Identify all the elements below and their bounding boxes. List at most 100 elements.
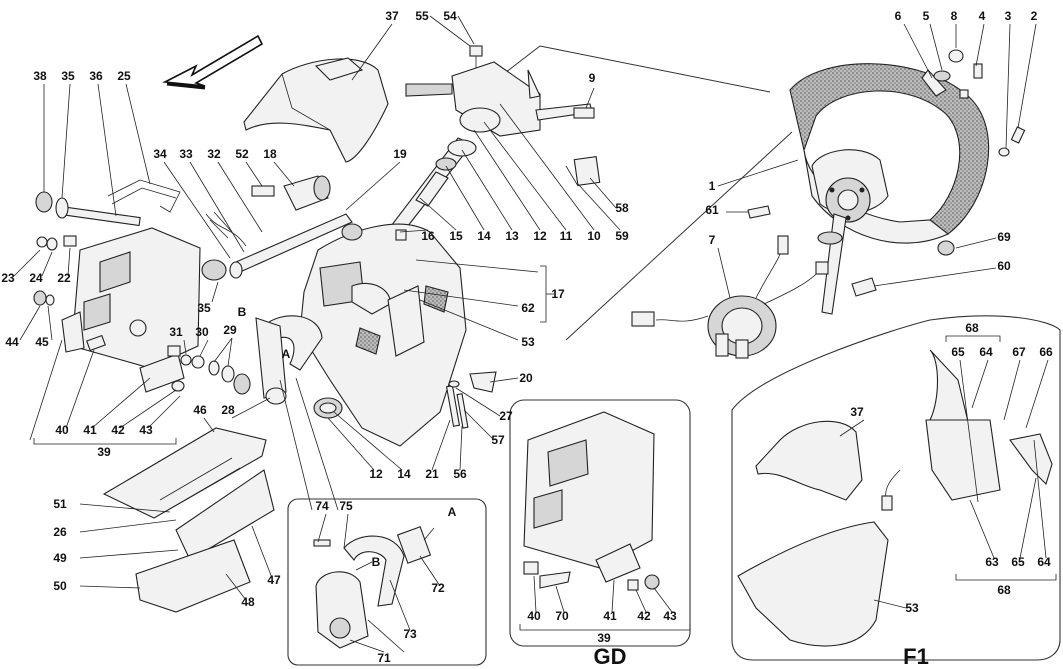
callout-30: 30 <box>195 325 209 339</box>
callout-42: 42 <box>637 609 651 623</box>
callout-45: 45 <box>35 335 49 349</box>
callout-47: 47 <box>267 573 281 587</box>
callout-21: 21 <box>425 467 439 481</box>
callout-B: B <box>238 305 247 319</box>
gd-variant-box <box>509 399 691 647</box>
callout-12: 12 <box>369 467 383 481</box>
leader-lines <box>13 15 1057 653</box>
front-direction-arrow <box>162 34 264 90</box>
callout-52: 52 <box>235 147 249 161</box>
callout-75: 75 <box>339 499 353 513</box>
callout-34: 34 <box>153 147 167 161</box>
callout-57: 57 <box>491 433 505 447</box>
callout-43: 43 <box>663 609 677 623</box>
callout-23: 23 <box>1 271 15 285</box>
callout-26: 26 <box>53 525 67 539</box>
callout-35: 35 <box>197 301 211 315</box>
callout-61: 61 <box>705 203 719 217</box>
callout-65: 65 <box>1011 555 1025 569</box>
callout-51: 51 <box>53 497 67 511</box>
callout-24: 24 <box>29 271 43 285</box>
callout-2: 2 <box>1031 9 1038 23</box>
callout-22: 22 <box>57 271 71 285</box>
callout-71: 71 <box>377 651 391 665</box>
callout-14: 14 <box>477 229 491 243</box>
callout-31: 31 <box>169 325 183 339</box>
callout-46: 46 <box>193 403 207 417</box>
callout-12: 12 <box>533 229 547 243</box>
variant-label-f1: F1 <box>903 644 929 669</box>
callout-48: 48 <box>241 595 255 609</box>
steering-wheel <box>789 63 990 315</box>
callout-40: 40 <box>55 423 69 437</box>
callout-73: 73 <box>403 627 417 641</box>
callout-29: 29 <box>223 323 237 337</box>
callout-1: 1 <box>709 179 716 193</box>
callout-10: 10 <box>587 229 601 243</box>
callout-13: 13 <box>505 229 519 243</box>
callout-39: 39 <box>597 631 611 645</box>
callout-33: 33 <box>179 147 193 161</box>
callout-58: 58 <box>615 201 629 215</box>
column-mount-bracket <box>33 179 251 395</box>
callout-16: 16 <box>421 229 435 243</box>
callout-66: 66 <box>1039 345 1053 359</box>
callout-53: 53 <box>905 601 919 615</box>
callout-64: 64 <box>1037 555 1051 569</box>
callout-15: 15 <box>449 229 463 243</box>
callout-4: 4 <box>979 9 986 23</box>
callout-11: 11 <box>560 229 573 243</box>
callout-32: 32 <box>207 147 221 161</box>
callout-5: 5 <box>923 9 930 23</box>
callout-27: 27 <box>499 409 513 423</box>
callout-69: 69 <box>997 230 1011 244</box>
callout-54: 54 <box>443 9 457 23</box>
callout-42: 42 <box>111 423 125 437</box>
upper-shroud <box>243 57 389 163</box>
combination-switch <box>405 45 595 137</box>
callout-8: 8 <box>951 9 958 23</box>
horn-and-screws <box>747 49 1026 297</box>
callout-55: 55 <box>415 9 429 23</box>
callout-43: 43 <box>139 423 153 437</box>
callout-40: 40 <box>527 609 541 623</box>
callout-28: 28 <box>221 403 235 417</box>
callout-35: 35 <box>61 69 75 83</box>
callout-72: 72 <box>431 581 445 595</box>
callout-36: 36 <box>89 69 103 83</box>
callout-65: 65 <box>951 345 965 359</box>
lower-covers <box>102 427 275 613</box>
callout-74: 74 <box>315 499 329 513</box>
tilt-lever-bracket <box>255 315 323 405</box>
ignition-lock <box>251 175 331 211</box>
callout-56: 56 <box>453 467 467 481</box>
callout-19: 19 <box>393 147 407 161</box>
callout-68: 68 <box>997 583 1011 597</box>
callout-7: 7 <box>709 233 716 247</box>
column-housing <box>299 223 467 447</box>
callout-37: 37 <box>385 9 399 23</box>
callout-62: 62 <box>521 301 535 315</box>
callout-38: 38 <box>33 69 47 83</box>
callout-25: 25 <box>117 69 131 83</box>
callout-41: 41 <box>83 423 97 437</box>
callout-64: 64 <box>979 345 993 359</box>
callout-17: 17 <box>551 287 565 301</box>
callout-67: 67 <box>1012 345 1026 359</box>
callout-53: 53 <box>521 335 535 349</box>
callout-63: 63 <box>985 555 999 569</box>
callout-68: 68 <box>965 321 979 335</box>
callout-14: 14 <box>397 467 411 481</box>
callout-3: 3 <box>1005 9 1012 23</box>
callout-A: A <box>282 347 291 361</box>
callout-59: 59 <box>615 229 629 243</box>
callout-41: 41 <box>603 609 617 623</box>
callout-20: 20 <box>519 371 533 385</box>
detail-inset <box>287 498 487 666</box>
callout-44: 44 <box>5 335 19 349</box>
callout-49: 49 <box>53 551 67 565</box>
callout-18: 18 <box>263 147 277 161</box>
callout-B: B <box>372 555 381 569</box>
